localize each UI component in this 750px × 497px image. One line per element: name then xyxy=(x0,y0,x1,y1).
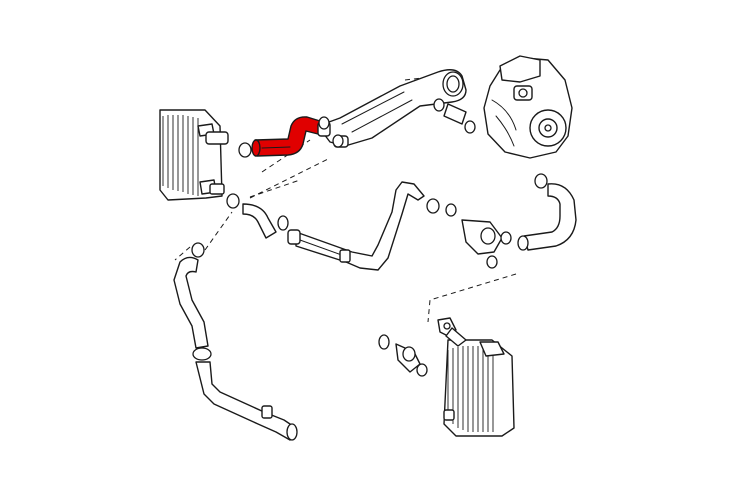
pipe-icon-middle xyxy=(287,181,425,271)
hose-icon-left-mid xyxy=(242,203,289,239)
intercooler-icon xyxy=(159,109,229,201)
intercooler-icon-lower xyxy=(437,317,515,437)
hose-icon-lower-left xyxy=(173,242,298,441)
pipe-icon xyxy=(317,69,467,148)
clamp-icon-mid xyxy=(426,198,512,269)
hose-icon-right xyxy=(517,173,577,251)
intercooler-inlet-hose[interactable] xyxy=(251,116,321,157)
clamp-icon xyxy=(226,142,252,209)
hose-icon xyxy=(433,98,476,134)
hose-icon-lower-right xyxy=(378,334,428,377)
turbocharger-icon xyxy=(483,55,573,159)
